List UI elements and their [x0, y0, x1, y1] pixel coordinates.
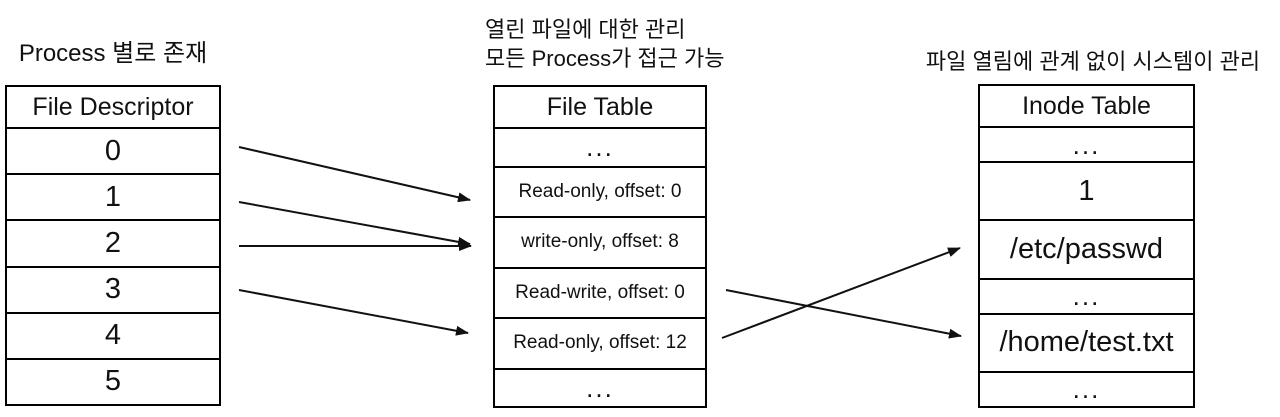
file-row-read-write-offset-0: Read-write, offset: 0 — [495, 269, 705, 319]
fd-table: File Descriptor 0 1 2 3 4 5 — [5, 85, 221, 406]
file-row-write-only-offset-8: write-only, offset: 8 — [495, 218, 705, 269]
inode-row-dots-middle: ... — [980, 280, 1193, 315]
inode-row-dots-top: ... — [980, 128, 1193, 164]
arrow-file-read-write-0-to-inode-home-test — [725, 289, 962, 339]
fd-row-0: 0 — [7, 129, 219, 176]
fd-row-1: 1 — [7, 175, 219, 222]
file-table: File Table ... Read-only, offset: 0 writ… — [493, 85, 707, 408]
fd-row-4: 4 — [7, 314, 219, 360]
inode-row-1: 1 — [980, 163, 1193, 222]
arrow-fd0-to-file-read-only-0 — [238, 146, 471, 203]
inode-table-note: 파일 열림에 관계 없이 시스템이 관리 — [925, 49, 1261, 74]
inode-row-etc-passwd: /etc/passwd — [980, 221, 1193, 280]
file-row-read-only-offset-0: Read-only, offset: 0 — [495, 168, 705, 218]
inode-row-home-test-txt: /home/test.txt — [980, 315, 1193, 373]
inode-table: Inode Table ... 1 /etc/passwd ... /home/… — [978, 84, 1195, 408]
arrow-fd3-to-file-read-only-12 — [238, 289, 469, 336]
file-row-read-only-offset-12: Read-only, offset: 12 — [495, 319, 705, 370]
file-table-note-line-1: 열린 파일에 대한 관리 — [485, 17, 686, 42]
file-row-dots-bottom: ... — [586, 372, 614, 403]
inode-table-header: Inode Table — [980, 86, 1193, 128]
fd-table-note: Process 별로 존재 — [18, 40, 208, 67]
inode-row-dots-bottom: ... — [1072, 374, 1101, 405]
fd-row-2: 2 — [7, 221, 219, 268]
fd-row-3: 3 — [7, 268, 219, 314]
arrow-file-read-only-12-to-inode-etc-passwd — [721, 247, 961, 339]
file-table-note: 열린 파일에 대한 관리 모든 Process가 접근 가능 — [485, 15, 725, 73]
file-table-note-line-2: 모든 Process가 접근 가능 — [485, 46, 725, 71]
file-table-header: File Table — [495, 87, 705, 129]
arrow-fd1-to-file-write-only-8 — [238, 201, 471, 247]
fd-table-header: File Descriptor — [7, 87, 219, 129]
fd-row-5: 5 — [104, 365, 122, 398]
file-row-dots-top: ... — [495, 129, 705, 168]
